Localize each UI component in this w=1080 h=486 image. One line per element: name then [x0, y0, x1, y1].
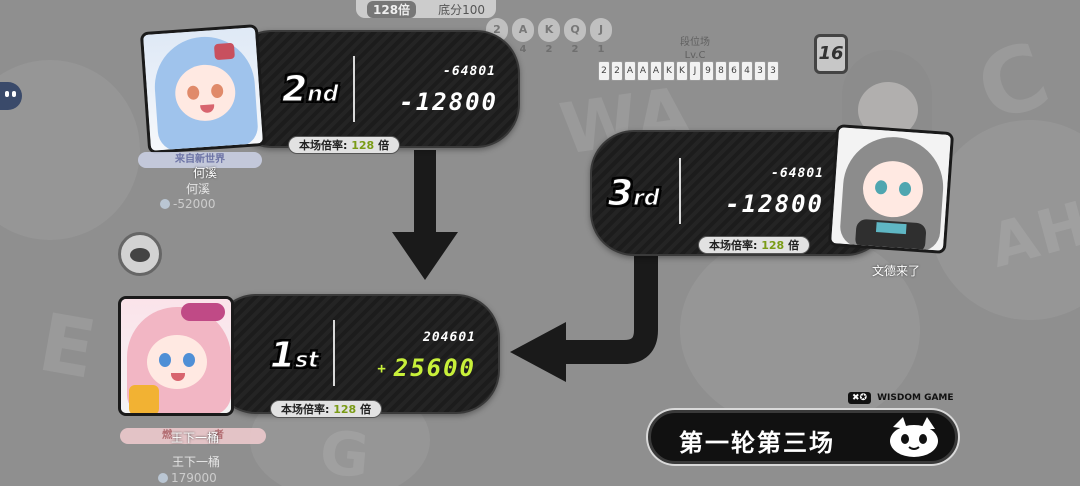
arrow-down: [392, 150, 458, 280]
rank-number: 3: [607, 173, 634, 214]
rank-suffix: st: [295, 348, 320, 374]
mini-card: J: [689, 61, 701, 81]
player-title-tag: 燃 者: [120, 428, 266, 444]
coin-icon: [158, 473, 168, 483]
plus-sign: +: [377, 361, 388, 377]
divider: [353, 56, 355, 122]
player-name-2nd: 何溪: [192, 166, 217, 180]
mini-card: 2: [598, 61, 610, 81]
multiplier-tag: 本场倍率: 128 倍: [698, 236, 811, 254]
arrow-left: [510, 238, 658, 382]
faded-player-score: -52000: [160, 197, 216, 211]
round-score: -12800: [399, 88, 498, 116]
mini-card: 3: [754, 61, 766, 81]
player-avatar-1st: [118, 296, 234, 416]
rank-mode: 段位场 Lv.C: [680, 36, 710, 62]
divider: [679, 158, 681, 224]
top-hud-bar: 128倍 底分100: [356, 0, 496, 18]
mini-card: 8: [715, 61, 727, 81]
face-icon: [118, 232, 162, 276]
mini-card: 2: [611, 61, 623, 81]
faded-player-name: 何溪: [186, 182, 211, 196]
rank-level: Lv.C: [684, 50, 706, 61]
result-panel-2nd: [228, 30, 520, 148]
multiplier-tag: 本场倍率: 128 倍: [288, 136, 401, 154]
controller-icon: ✖✪: [848, 392, 872, 404]
coin-icon: [160, 199, 170, 209]
played-cards-strip: 2 2 A A A K K J 9 8 6 4 3 3: [598, 61, 779, 81]
player-title-tag: 来自新世界: [138, 152, 262, 168]
round-score: +25600: [377, 354, 476, 382]
mini-card: 9: [702, 61, 714, 81]
game-multiplier: 128倍: [367, 0, 417, 18]
rank-mode-label: 段位场: [680, 37, 710, 48]
mini-card: K: [676, 61, 688, 81]
total-score: 204601: [423, 330, 476, 345]
rank-label-2nd: 2nd: [281, 69, 339, 115]
player-name-3rd: 文德来了: [871, 264, 920, 278]
round-title: 第一轮第三场: [679, 429, 835, 457]
rank-suffix: rd: [633, 186, 661, 212]
faded-hand-cards: 22 A4 K2 Q2 J1: [486, 18, 666, 66]
total-score: -64801: [443, 64, 496, 79]
card-counter-badge: 16: [814, 34, 848, 74]
divider: [333, 320, 335, 386]
cat-mascot-icon: [890, 417, 938, 457]
round-banner: 第一轮第三场: [648, 410, 958, 464]
mini-card: A: [624, 61, 636, 81]
emoji-button[interactable]: [0, 82, 22, 110]
player-avatar-3rd: [827, 124, 955, 254]
base-score: 底分100: [438, 2, 485, 17]
multiplier-tag: 本场倍率: 128 倍: [270, 400, 383, 418]
mini-card: 3: [767, 61, 779, 81]
player-name-1st: 王下一桶: [170, 431, 219, 445]
mini-card: 4: [741, 61, 753, 81]
result-panel-1st: [212, 294, 500, 414]
mini-card: A: [650, 61, 662, 81]
rank-number: 2: [281, 69, 308, 110]
rank-suffix: nd: [307, 82, 339, 108]
total-score: -64801: [771, 166, 824, 181]
mini-card: 6: [728, 61, 740, 81]
faded-player-score: 179000: [158, 471, 217, 485]
rank-label-3rd: 3rd: [607, 173, 661, 219]
faded-player-name: 王下一桶: [172, 455, 221, 469]
brand-label: ✖✪ WISDOM GAME: [848, 392, 954, 404]
mini-card: A: [637, 61, 649, 81]
mini-card: K: [663, 61, 675, 81]
player-avatar-2nd: [139, 24, 267, 154]
rank-number: 1: [269, 335, 296, 376]
rank-label-1st: 1st: [269, 335, 320, 381]
round-score: -12800: [725, 190, 824, 218]
